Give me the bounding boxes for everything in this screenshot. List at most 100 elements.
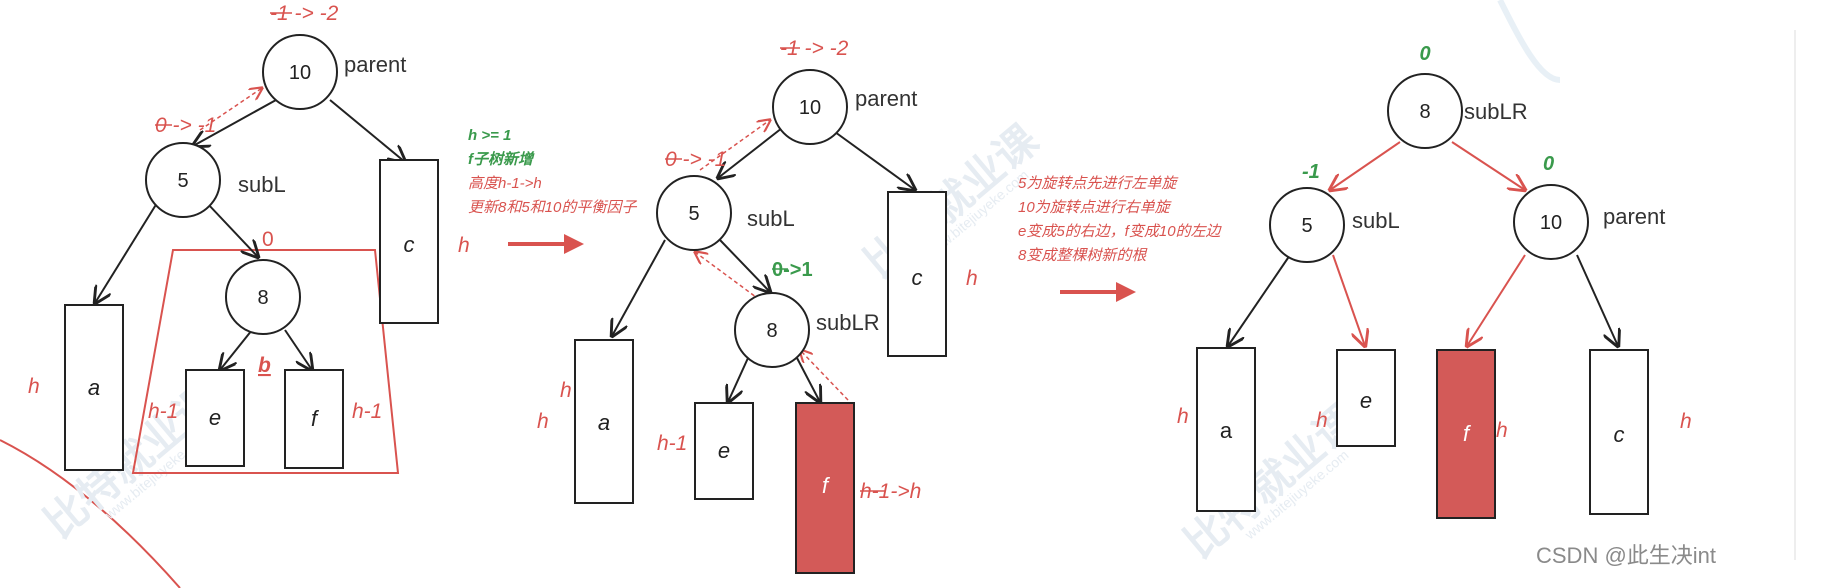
subtree-a-label: a [1220,418,1233,443]
note-line: 更新8和5和10的平衡因子 [468,199,637,216]
node-8-label: 8 [257,287,268,309]
subtree-c [887,191,947,357]
height-c: h [1680,410,1692,433]
subtree-f-label: f [1463,421,1472,446]
panel-after-rotation: 8 5 10 a e f c subLR subL parent 0 -1 0 … [1177,43,1692,519]
subtree-a-label: a [598,410,610,435]
edge-5-8 [719,239,770,292]
edge-10-c [329,99,405,162]
subtree-c [1589,349,1649,515]
subtree-e [185,369,245,467]
node-5-label: 5 [1301,215,1312,237]
edge-8-f [796,357,820,402]
subtree-e [1336,349,1396,447]
csdn-credit: CSDN @此生决int [1536,543,1716,568]
subtree-a [574,339,634,504]
edge-5-a [95,202,158,303]
sublr-label: subLR [816,310,880,335]
node-5-label: 5 [688,203,699,225]
bf-sublr: 0->1 [772,259,813,281]
edge-8-5-update [695,252,761,301]
node-5 [145,142,221,218]
height-e: h-1 [657,432,687,455]
node-10 [1513,184,1589,260]
note-line: 8变成整棵树新的根 [1018,247,1148,264]
sublr-label: subLR [1464,99,1528,124]
panel-after-insert: 10 5 8 a c e f parent subL subLR -1 -> -… [537,37,978,574]
bf-root: -1 -> -2 [270,2,339,25]
bf-subtree: 0 [262,228,274,251]
parent-label: parent [1603,204,1665,229]
subtree-a-label: a [88,375,100,400]
decor-curve-2 [1497,0,1561,83]
subtree-c-label: c [912,265,923,290]
subl-label: subL [1352,208,1400,233]
height-a: h [1177,405,1189,428]
note-line: f子树新增 [468,150,535,168]
subtree-e-label: e [209,405,221,430]
subtree-c-label: c [1614,422,1625,447]
parent-label: parent [855,86,917,111]
subtree-e-label: e [718,438,730,463]
subtree-b-label: b [258,354,271,377]
edge-8-10 [1451,141,1525,190]
edge-10-f [1467,254,1526,346]
height-c: h [458,234,470,257]
edge-8-e [728,357,749,402]
node-10 [262,34,338,110]
subtree-c-label: c [404,232,415,257]
bf-left: -1 [1302,161,1320,183]
note-line: h >= 1 [468,127,511,144]
bf-right: 0 [1543,153,1554,175]
note-line: 高度h-1->h [468,175,542,192]
panel-before-insert: 10 5 8 a c e f parent subL -1 -> -2 0 ->… [28,2,470,474]
edge-5-e [1332,254,1365,346]
subtree-f-label: f [822,473,831,498]
node-5-label: 5 [177,170,188,192]
subtree-c [379,159,439,324]
edge-5-a [612,239,666,336]
height-a: h [28,375,40,398]
height-a: h [560,379,572,402]
node-5 [656,175,732,251]
subl-label: subL [747,206,795,231]
subtree-e [694,402,754,500]
note-line: 10为旋转点进行右单旋 [1018,199,1173,216]
edge-8-5 [1330,141,1401,190]
edge-5-a [1228,254,1291,346]
subtree-b-outline [131,249,400,474]
height-f: h [1496,419,1508,442]
edge-5-10-update [699,120,770,171]
bf-root: 0 [1419,43,1430,65]
subtree-a [64,304,124,471]
subtree-f [1436,349,1496,519]
node-5 [1269,187,1345,263]
edge-5-10-update [199,88,262,131]
height-e: h [1316,409,1328,432]
note-line: 5为旋转点先进行左单旋 [1018,175,1179,192]
node-10-label: 10 [799,97,821,119]
edge-10-c [834,131,915,190]
edge-10-5 [193,99,277,146]
height-f: h-1->h [860,480,921,503]
step-notes-2: 5为旋转点先进行左单旋 10为旋转点进行右单旋 e变成5的右边，f变成10的左边… [1018,175,1223,302]
subtree-a [1196,347,1256,512]
bf-subl: 0 -> -1 [665,148,726,171]
height-e: h-1 [148,400,178,423]
edge-10-5 [718,127,783,178]
edge-f-8-update [800,350,849,401]
edge-8-e [220,329,253,370]
decor-curve [0,439,181,588]
subl-label: subL [238,172,286,197]
node-8 [734,292,810,368]
subtree-f-grown [795,402,855,574]
height-f: h-1 [352,400,382,423]
node-10-label: 10 [289,62,311,84]
step-notes-1: h >= 1 f子树新增 高度h-1->h 更新8和5和10的平衡因子 [468,127,637,254]
parent-label: parent [344,52,406,77]
node-8-label: 8 [1419,101,1430,123]
bf-subl: 0 -> -1 [155,114,216,137]
height-a: h [537,410,549,433]
node-8-label: 8 [766,320,777,342]
